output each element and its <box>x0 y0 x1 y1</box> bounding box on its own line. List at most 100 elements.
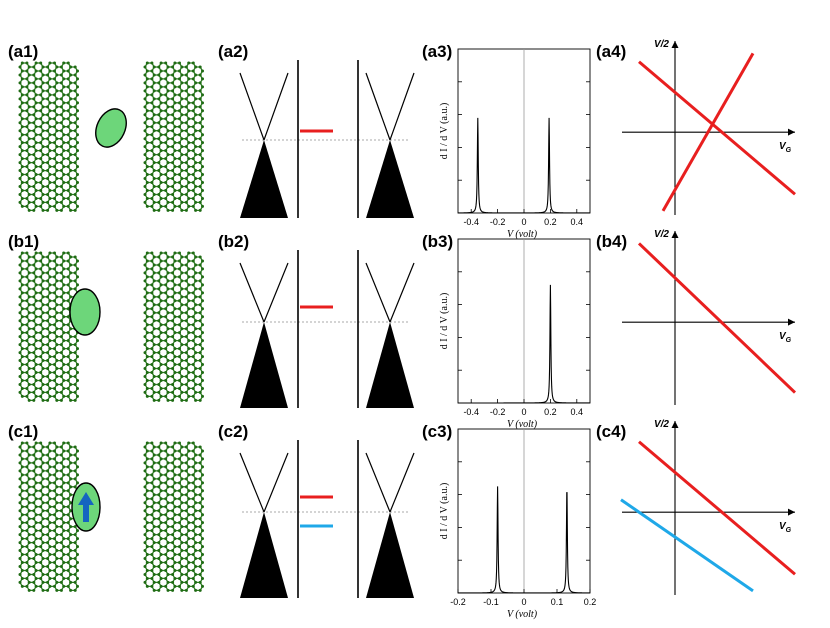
graphene-atom <box>152 311 156 315</box>
graphene-atom <box>34 93 38 97</box>
graphene-atom <box>157 105 161 109</box>
device-schematic <box>18 251 204 402</box>
graphene-atom <box>152 549 156 553</box>
graphene-atom <box>41 359 45 363</box>
graphene-atom <box>55 469 59 473</box>
graphene-atom <box>201 101 204 105</box>
graphene-atom <box>32 303 36 307</box>
graphene-atom <box>69 557 73 561</box>
graphene-atom <box>150 386 154 390</box>
graphene-atom <box>34 149 38 153</box>
graphene-atom <box>180 81 184 85</box>
graphene-atom <box>180 390 184 394</box>
graphene-atom <box>173 196 177 200</box>
graphene-atom <box>152 263 156 267</box>
graphene-atom <box>164 378 168 382</box>
graphene-atom <box>143 287 147 291</box>
graphene-atom <box>180 271 184 275</box>
graphene-atom <box>164 521 168 525</box>
graphene-atom <box>184 493 188 497</box>
graphene-atom <box>164 473 168 477</box>
graphene-atom <box>39 109 43 113</box>
graphene-atom <box>27 509 31 513</box>
graphene-atom <box>173 371 177 375</box>
graphene-atom <box>187 61 191 65</box>
graphene-atom <box>32 501 36 505</box>
graphene-atom <box>150 299 154 303</box>
graphene-atom <box>159 196 163 200</box>
graphene-atom <box>46 208 50 212</box>
graphene-atom <box>53 449 56 453</box>
graphene-atom <box>34 157 38 161</box>
graphene-atom <box>166 192 170 196</box>
graphene-atom <box>59 89 63 93</box>
graphene-atom <box>159 347 163 351</box>
graphene-atom <box>59 169 63 173</box>
graphene-atom <box>152 390 156 394</box>
graphene-atom <box>201 481 204 485</box>
graphene-atom <box>66 339 70 343</box>
graphene-atom <box>150 347 154 351</box>
graphene-atom <box>32 192 36 196</box>
graphene-atom <box>48 101 52 105</box>
x-axis-label: V (volt) <box>507 229 538 240</box>
graphene-atom <box>53 196 56 200</box>
graphene-atom <box>194 263 198 267</box>
graphene-atom <box>157 580 161 584</box>
graphene-atom <box>48 481 52 485</box>
graphene-atom <box>187 441 191 445</box>
dirac-cone-right <box>365 452 415 598</box>
graphene-atom <box>143 445 147 449</box>
graphene-atom <box>178 497 181 501</box>
graphene-atom <box>69 374 73 378</box>
graphene-atom <box>187 77 191 81</box>
graphene-atom <box>184 97 188 101</box>
graphene-atom <box>191 133 195 137</box>
graphene-atom <box>171 81 175 85</box>
graphene-atom <box>145 513 149 517</box>
graphene-atom <box>187 291 191 295</box>
cone-edge <box>239 262 265 323</box>
graphene-atom <box>34 545 38 549</box>
graphene-atom <box>157 169 161 173</box>
graphene-atom <box>150 165 154 169</box>
graphene-atom <box>62 299 66 303</box>
graphene-atom <box>48 165 52 169</box>
graphene-atom <box>41 145 45 149</box>
graphene-atom <box>62 386 66 390</box>
graphene-atom <box>46 493 50 497</box>
graphene-atom <box>201 307 204 311</box>
graphene-atom <box>152 145 156 149</box>
graphene-atom <box>46 169 50 173</box>
graphene-atom <box>157 327 161 331</box>
panel-label-b1: (b1) <box>8 232 40 251</box>
graphene-atom <box>46 287 50 291</box>
graphene-atom <box>66 291 70 295</box>
graphene-atom <box>166 509 170 513</box>
graphene-atom <box>48 157 52 161</box>
graphene-atom <box>34 481 38 485</box>
x-tick-label: 0 <box>521 407 526 417</box>
graphene-atom <box>150 157 154 161</box>
graphene-atom <box>18 509 22 513</box>
x-axis-label: VG <box>779 331 792 344</box>
graphene-atom <box>46 303 50 307</box>
graphene-atom <box>152 374 156 378</box>
graphene-atom <box>171 200 175 204</box>
graphene-atom <box>66 371 70 375</box>
graphene-atom <box>150 93 154 97</box>
graphene-atom <box>164 537 168 541</box>
graphene-atom <box>59 525 63 529</box>
graphene-atom <box>27 327 31 331</box>
graphene-atom <box>76 149 79 153</box>
graphene-atom <box>178 173 181 177</box>
graphene-atom <box>184 145 188 149</box>
graphene-atom <box>32 588 36 592</box>
graphene-atom <box>69 461 73 465</box>
graphene-atom <box>164 561 168 565</box>
graphene-atom <box>198 263 202 267</box>
graphene-atom <box>201 449 204 453</box>
graphene-atom <box>20 117 24 121</box>
graphene-atom <box>48 561 52 565</box>
graphene-atom <box>69 359 73 363</box>
